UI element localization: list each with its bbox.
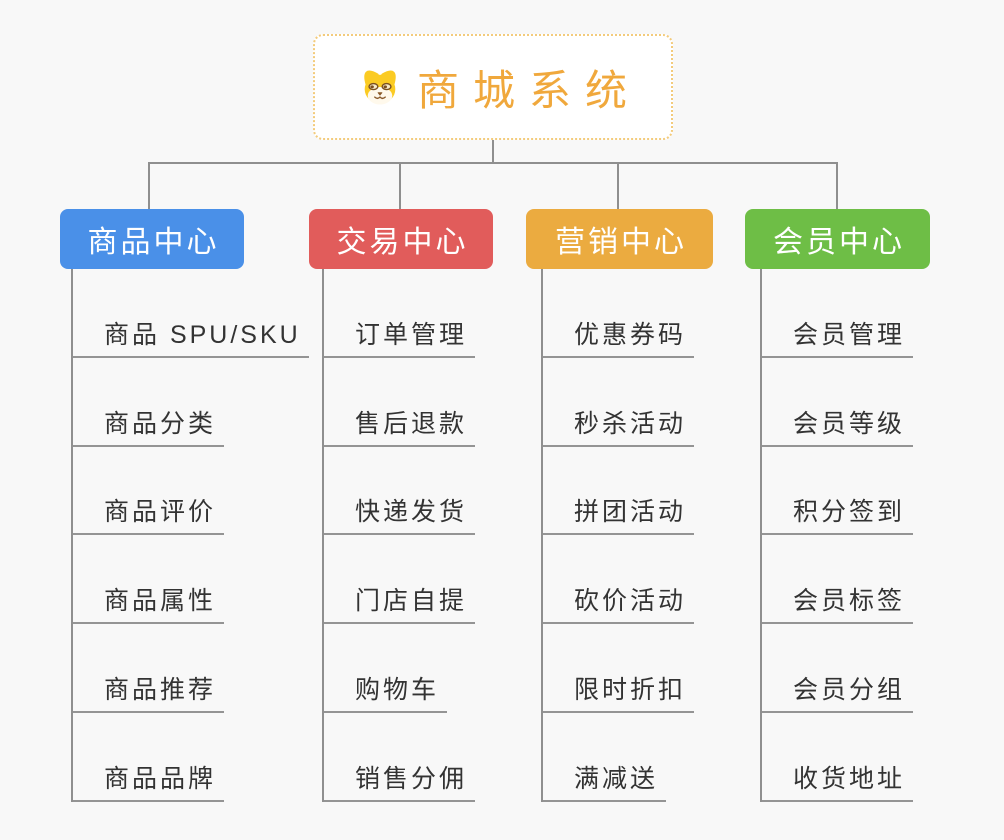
child-node[interactable]: 商品品牌	[73, 713, 225, 802]
child-node[interactable]: 购物车	[324, 624, 448, 713]
child-node[interactable]: 商品 SPU/SKU	[73, 269, 309, 358]
branch-node-1[interactable]: 交易中心	[309, 209, 493, 269]
branch-connector-line	[617, 162, 619, 209]
branch-node-0[interactable]: 商品中心	[60, 209, 244, 269]
child-node[interactable]: 商品属性	[73, 535, 225, 625]
child-node[interactable]: 收货地址	[762, 713, 914, 802]
child-label: 商品分类	[104, 409, 217, 438]
child-label: 优惠券码	[574, 320, 687, 349]
child-node[interactable]: 拼团活动	[543, 447, 695, 536]
child-label: 快递发货	[355, 498, 468, 527]
child-node[interactable]: 会员等级	[762, 358, 914, 447]
branch-label: 营销中心	[555, 226, 687, 259]
child-label: 商品 SPU/SKU	[104, 320, 301, 349]
child-label: 商品属性	[104, 587, 217, 616]
child-node[interactable]: 积分签到	[762, 447, 914, 536]
child-node[interactable]: 商品分类	[73, 358, 225, 447]
root-title: 商城系统	[416, 66, 641, 114]
child-node[interactable]: 砍价活动	[543, 535, 695, 625]
child-label: 会员等级	[793, 409, 906, 438]
child-node[interactable]: 限时折扣	[543, 624, 695, 713]
child-label: 购物车	[355, 675, 440, 704]
child-label: 售后退款	[355, 409, 468, 438]
child-label: 商品品牌	[104, 764, 217, 793]
branch-children: 商品 SPU/SKU 商品分类商品评价商品属性商品推荐商品品牌	[71, 269, 309, 802]
child-label: 拼团活动	[574, 498, 687, 527]
child-node[interactable]: 会员标签	[762, 535, 914, 625]
child-label: 满减送	[574, 764, 659, 793]
branch-node-2[interactable]: 营销中心	[526, 209, 713, 269]
child-node[interactable]: 优惠券码	[543, 269, 695, 358]
child-node[interactable]: 售后退款	[324, 358, 476, 447]
branch-children: 订单管理售后退款快递发货门店自提购物车销售分佣	[322, 269, 476, 802]
root-node[interactable]: 商城系统	[313, 34, 673, 140]
child-node[interactable]: 会员分组	[762, 624, 914, 713]
child-node[interactable]: 快递发货	[324, 447, 476, 536]
branch-label: 交易中心	[336, 226, 469, 259]
child-label: 商品评价	[104, 498, 217, 527]
child-node[interactable]: 商品评价	[73, 447, 225, 536]
root-connector-line	[492, 140, 494, 164]
child-label: 砍价活动	[574, 587, 687, 616]
child-node[interactable]: 订单管理	[324, 269, 476, 358]
child-node[interactable]: 满减送	[543, 713, 667, 802]
branch-connector-line	[399, 162, 401, 209]
child-node[interactable]: 商品推荐	[73, 624, 225, 713]
trunk-connector-line	[148, 162, 838, 164]
child-label: 销售分佣	[355, 764, 468, 793]
branch-node-3[interactable]: 会员中心	[745, 209, 930, 269]
child-label: 商品推荐	[104, 675, 217, 704]
branch-children: 优惠券码秒杀活动拼团活动砍价活动限时折扣满减送	[541, 269, 695, 802]
child-label: 秒杀活动	[574, 409, 687, 438]
dog-icon	[364, 70, 396, 105]
child-label: 积分签到	[793, 498, 906, 527]
child-label: 会员分组	[793, 675, 906, 704]
child-node[interactable]: 销售分佣	[324, 713, 476, 802]
branch-children: 会员管理会员等级积分签到会员标签会员分组收货地址	[760, 269, 914, 802]
child-label: 会员管理	[793, 320, 906, 349]
branch-label: 商品中心	[87, 226, 220, 259]
child-node[interactable]: 秒杀活动	[543, 358, 695, 447]
branch-connector-line	[148, 162, 150, 209]
branch-label: 会员中心	[773, 226, 905, 259]
branch-connector-line	[836, 162, 838, 209]
child-node[interactable]: 门店自提	[324, 535, 476, 625]
child-node[interactable]: 会员管理	[762, 269, 914, 358]
child-label: 限时折扣	[574, 675, 687, 704]
child-label: 订单管理	[355, 320, 468, 349]
child-label: 收货地址	[793, 764, 906, 793]
child-label: 会员标签	[793, 587, 906, 616]
child-label: 门店自提	[355, 587, 468, 616]
